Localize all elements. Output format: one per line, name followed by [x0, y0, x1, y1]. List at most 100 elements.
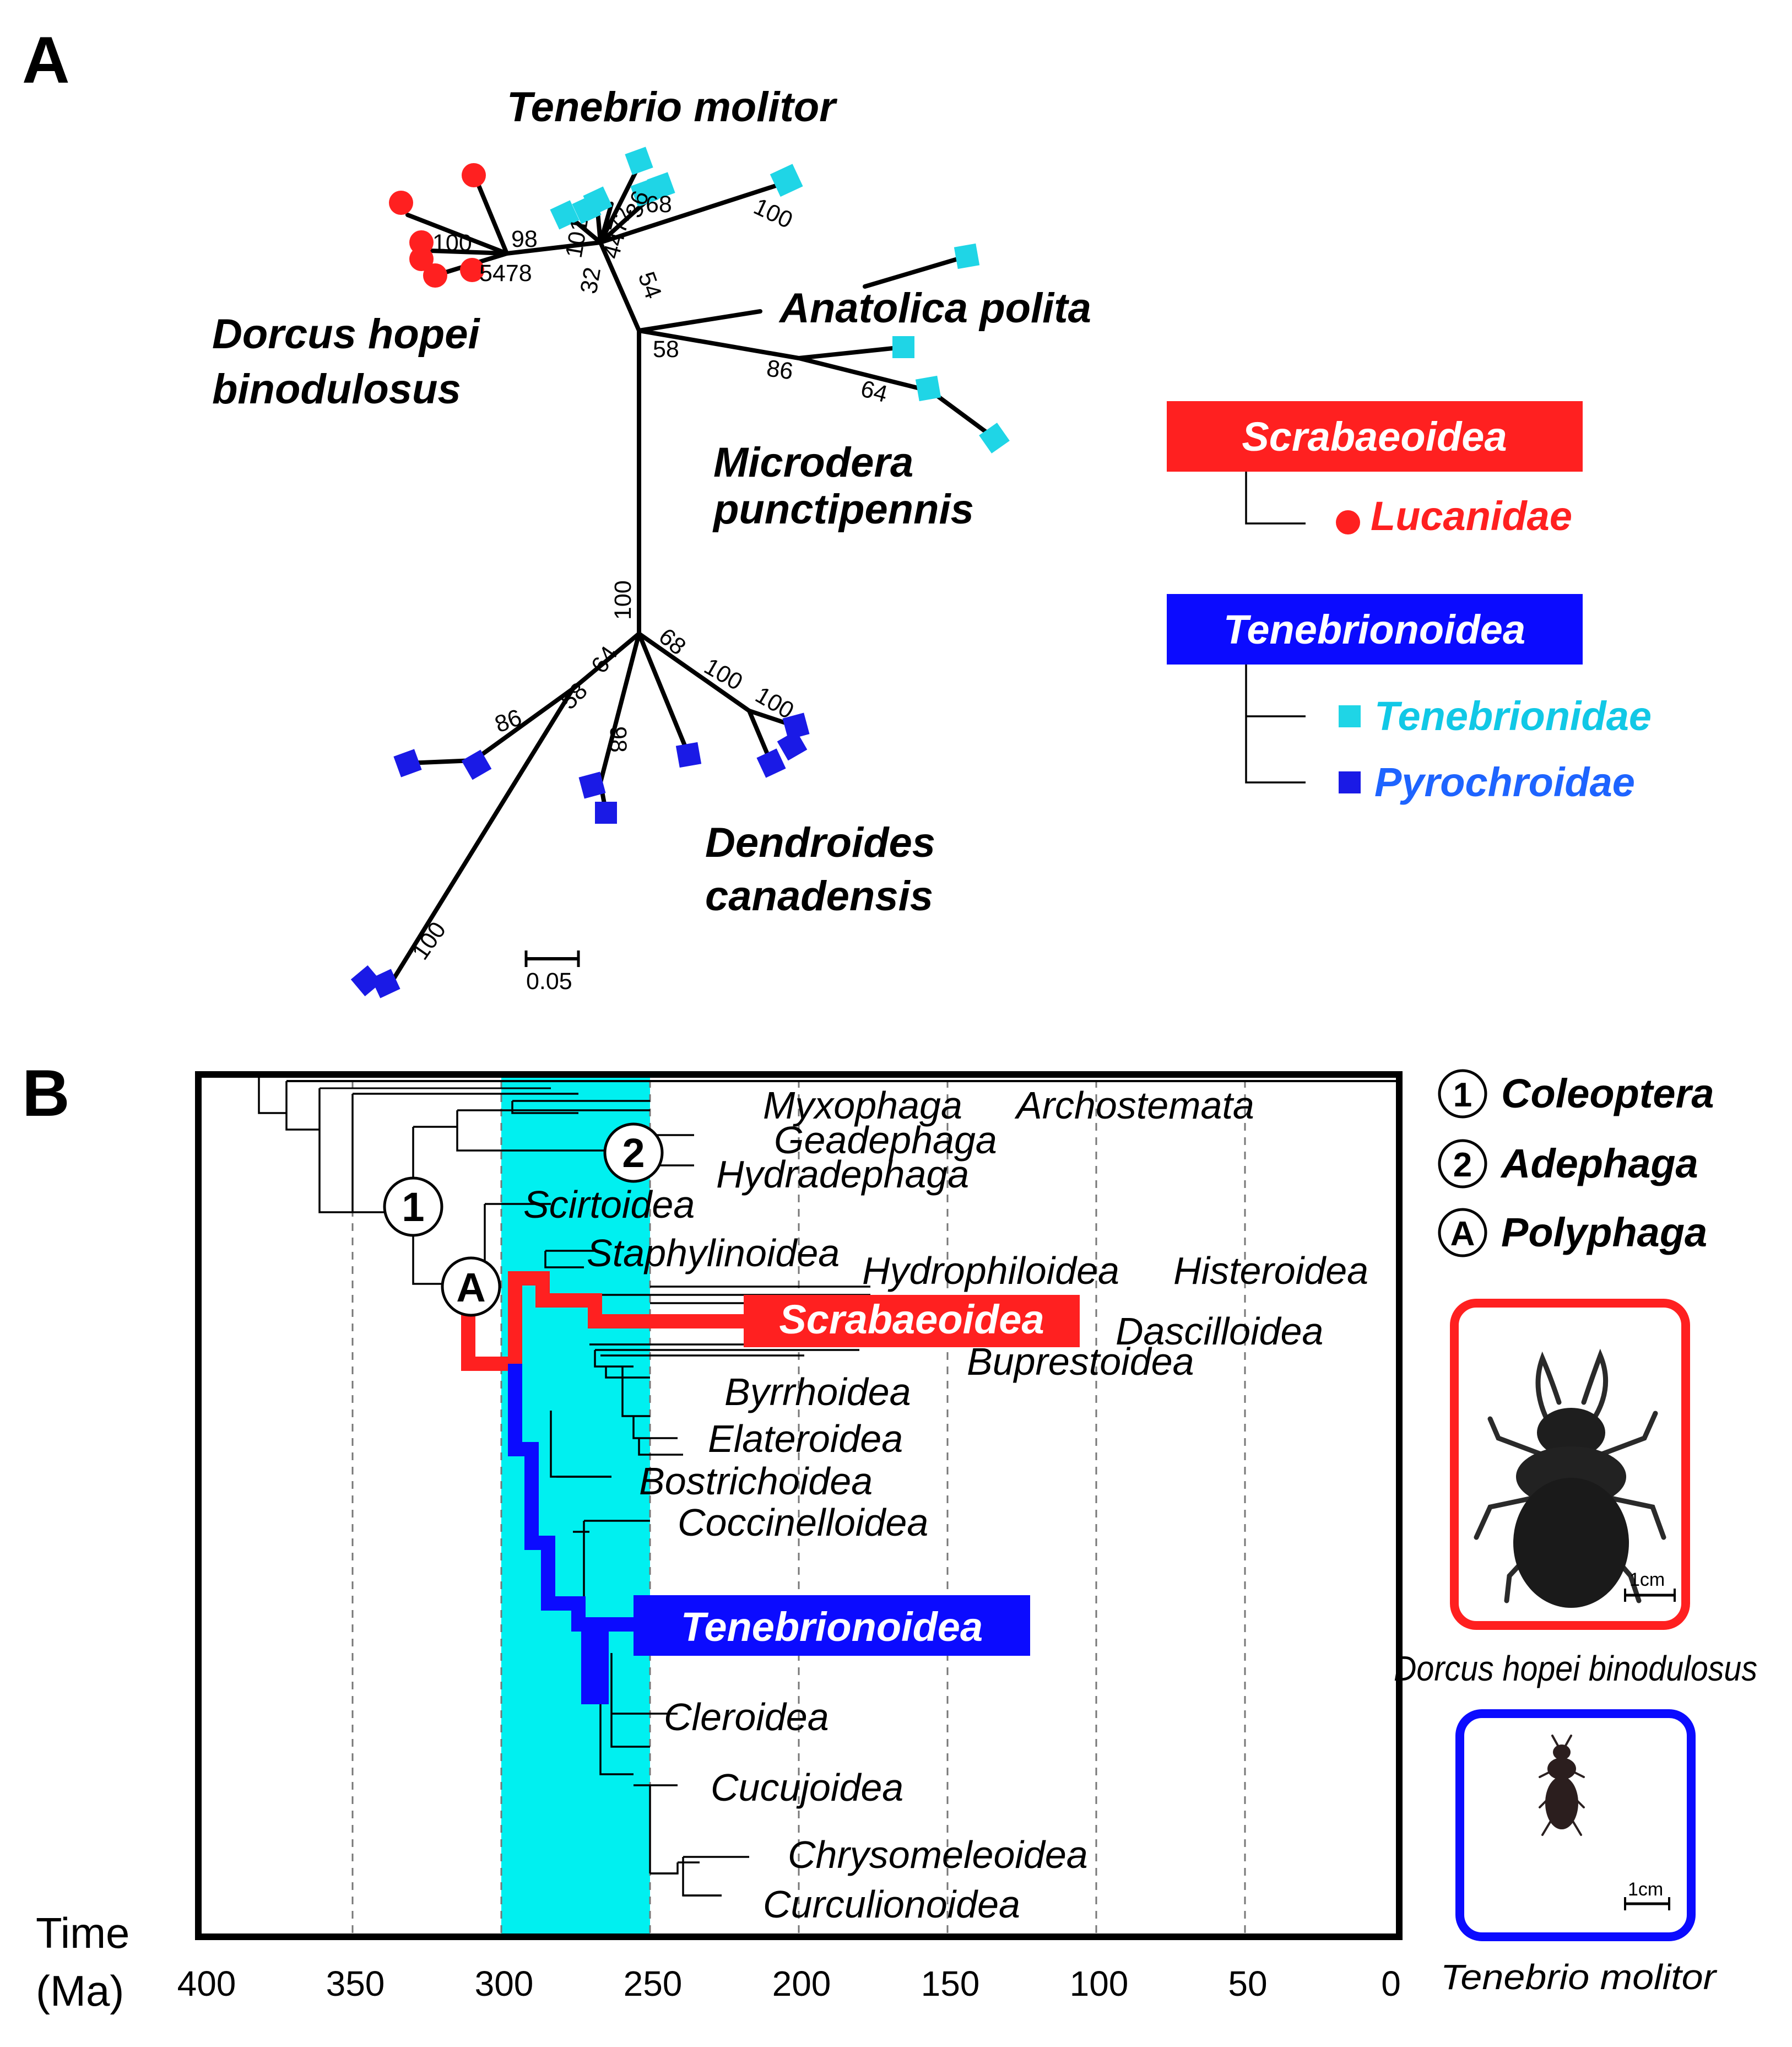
- photo-caption-dorcus: Dorcus hopei binodulosus: [1394, 1649, 1757, 1688]
- node-marker-polyphaga: [441, 1256, 501, 1317]
- clade-label: Buprestoidea: [967, 1340, 1194, 1383]
- legend-a: Scrabaeoidea Lucanidae Tenebrionoidea Te…: [1167, 401, 1652, 805]
- lucanidae-legend-marker: [1336, 510, 1360, 534]
- pyrochroidae-tip: [578, 771, 606, 799]
- node-marker-adephaga: [603, 1122, 664, 1183]
- pyrochroidae-tip: [461, 749, 492, 780]
- clade-label: Cucujoidea: [711, 1766, 903, 1809]
- clade-labels: Myxophaga Archostemata Geadephaga Hydrad…: [523, 1084, 1368, 1926]
- tenebrionidae-tip: [915, 375, 941, 402]
- legend-family-2: Tenebrionidae: [1374, 693, 1652, 739]
- tenebrionidae-tip: [647, 172, 675, 201]
- legend-family-1: Lucanidae: [1371, 493, 1572, 539]
- time-tick: 350: [326, 1964, 385, 2003]
- panel-label-a: A: [22, 23, 70, 97]
- species-label-dendroides: Dendroides: [705, 819, 935, 866]
- node-legend-marker: A: [1450, 1215, 1475, 1253]
- clade-label-scrabaeoidea: Scrabaeoidea: [779, 1297, 1044, 1342]
- beetle-head: [1537, 1408, 1605, 1457]
- bootstrap-label: 86: [765, 355, 795, 385]
- photo-dorcus: 1cm Dorcus hopei binodulosus: [1394, 1299, 1757, 1688]
- clade-label: Hydradephaga: [716, 1153, 969, 1196]
- beetle-thorax: [1547, 1758, 1576, 1780]
- species-labels-a: Tenebrio molitor Dorcus hopei binodulosu…: [212, 84, 1091, 920]
- time-tick: 400: [177, 1964, 236, 2003]
- clade-label: Geadephaga: [774, 1119, 997, 1162]
- species-label-dorcus: binodulosus: [212, 366, 461, 413]
- tenebrionidae-tip: [583, 186, 613, 216]
- clade-label: Elateroidea: [708, 1417, 903, 1460]
- legend-family-3: Pyrochroidae: [1374, 759, 1635, 805]
- clade-label: Coccinelloidea: [678, 1501, 928, 1544]
- clade-label: Chrysomeleoidea: [788, 1833, 1088, 1876]
- node-marker-coleoptera: [383, 1176, 443, 1237]
- pyrochroidae-tip: [595, 802, 617, 824]
- bootstrap-label: 100: [750, 193, 797, 234]
- node-legend-label: Coleoptera: [1501, 1071, 1714, 1116]
- time-tree-frame: [195, 1071, 1403, 1940]
- clade-label: Byrrhoidea: [724, 1370, 911, 1413]
- node-label: 1: [402, 1184, 424, 1230]
- bootstrap-label: 100: [407, 917, 451, 964]
- tenebrionidae-tip: [892, 336, 914, 358]
- legend-box-scrabaeoidea: [1167, 401, 1583, 472]
- clade-label-tenebrionoidea: Tenebrionoidea: [681, 1604, 983, 1650]
- time-tick: 50: [1228, 1964, 1267, 2003]
- bootstrap-label: 54: [633, 268, 667, 302]
- pyrochroidae-tip: [675, 742, 702, 768]
- node-legend: 1 Coleoptera 2 Adephaga A Polyphaga: [1438, 1069, 1714, 1257]
- legend-superfamily-1: Scrabaeoidea: [1242, 414, 1507, 460]
- pyrochroidae-legend-marker: [1339, 771, 1361, 793]
- species-label-microdera: Microdera: [713, 439, 913, 486]
- clade-label: Archostemata: [1014, 1084, 1254, 1127]
- clade-label: Myxophaga: [763, 1084, 962, 1127]
- time-tree-b: [195, 1071, 1403, 1940]
- bootstrap-label: 100: [610, 580, 636, 620]
- tenebrionoidea-label-box: [634, 1595, 1030, 1656]
- legend-superfamily-2: Tenebrionoidea: [1223, 607, 1525, 652]
- lucanidae-tip: [460, 258, 484, 282]
- species-label-microdera: punctipennis: [712, 486, 974, 533]
- clade-label: Histeroidea: [1173, 1249, 1368, 1292]
- bootstrap-label: 86: [491, 704, 525, 738]
- pyrochroidae-tip: [393, 749, 422, 777]
- node-legend-label: Adephaga: [1500, 1141, 1698, 1186]
- clade-label: Dascilloidea: [1116, 1310, 1323, 1353]
- bootstrap-label: 100: [700, 653, 747, 695]
- pyrochroidae-tip: [350, 965, 382, 997]
- clade-label: Curculionoidea: [763, 1883, 1020, 1926]
- node-legend-marker: 1: [1453, 1076, 1472, 1114]
- photo-tenebrio: 1cm Tenebrio molitor: [1441, 1709, 1718, 1997]
- bootstrap-label: 98: [511, 226, 538, 252]
- clade-label: Staphylinoidea: [587, 1232, 840, 1274]
- photo-scale-label: 1cm: [1629, 1569, 1665, 1590]
- bootstrap-label: 68: [646, 191, 672, 218]
- lucanidae-tip: [423, 263, 447, 288]
- lucanidae-tip: [409, 247, 434, 271]
- beetle-abdomen: [1545, 1776, 1578, 1829]
- tenebrionidae-tip: [954, 243, 980, 269]
- lucanidae-tip: [389, 191, 413, 215]
- pyrochroidae-tip: [782, 712, 810, 740]
- time-axis: Time (Ma) 400 350 300 250 200 150 100 50…: [36, 1909, 1401, 2015]
- lucanidae-tip: [462, 163, 486, 187]
- clade-label: Cleroidea: [664, 1695, 829, 1738]
- tenebrionidae-tip: [979, 423, 1010, 453]
- node-label: 2: [622, 1130, 645, 1176]
- tree-tips-a: [350, 147, 1010, 998]
- node-legend-marker: 2: [1453, 1146, 1472, 1184]
- time-tick: 150: [921, 1964, 980, 2003]
- tenebrionidae-tip: [550, 200, 580, 230]
- time-axis-unit: (Ma): [36, 1967, 124, 2015]
- time-tick: 100: [1070, 1964, 1129, 2003]
- clade-label: Scirtoidea: [523, 1183, 695, 1226]
- scale-bar-label: 0.05: [526, 968, 572, 995]
- beetle-head: [1553, 1744, 1571, 1760]
- panel-label-b: B: [22, 1056, 70, 1130]
- bootstrap-label: 5478: [479, 260, 532, 287]
- pyrochroidae-tip: [756, 748, 786, 778]
- photo-caption-tenebrio: Tenebrio molitor: [1441, 1957, 1718, 1997]
- photo-scale-label: 1cm: [1628, 1879, 1663, 1900]
- species-label-dendroides: canadensis: [705, 873, 933, 920]
- time-tick: 250: [624, 1964, 683, 2003]
